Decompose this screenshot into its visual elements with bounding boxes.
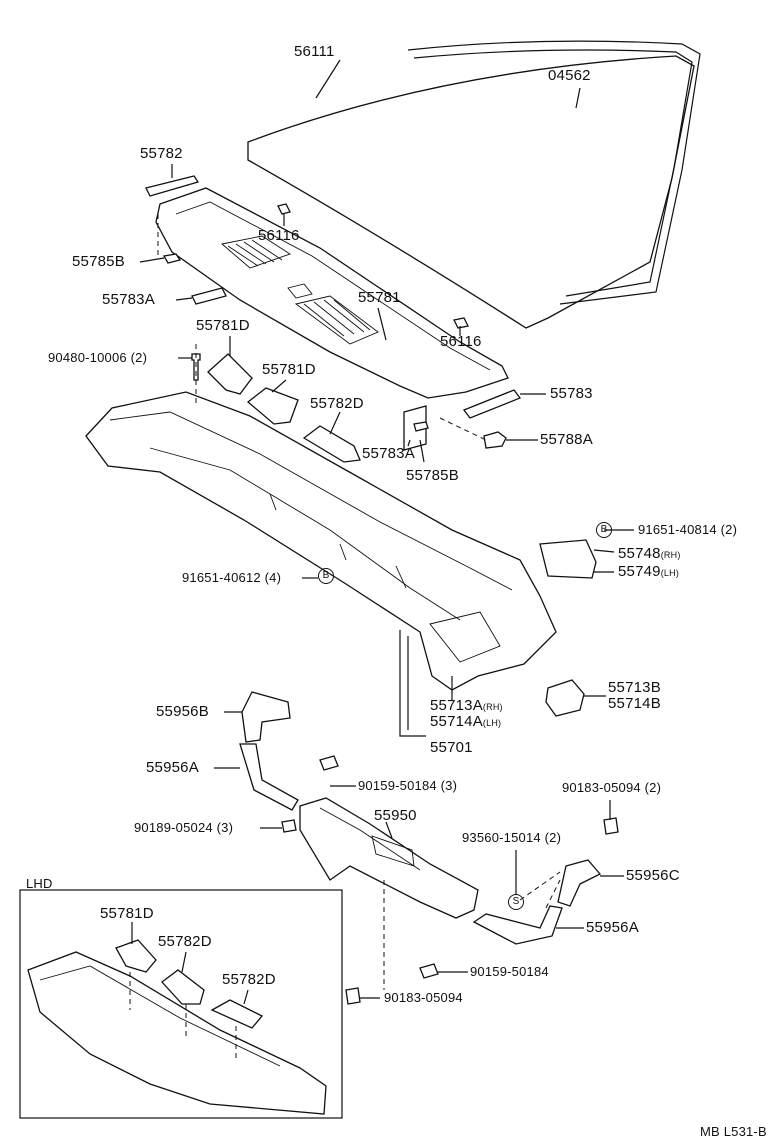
label-55713A: 55713A(RH) [430, 697, 503, 714]
marker-b-right: B [596, 522, 612, 538]
fastener-90159-b [419, 963, 439, 979]
fastener-90189 [281, 819, 297, 833]
label-55956A-a: 55956A [146, 759, 199, 776]
hose-55956A-a [239, 743, 299, 811]
bracket-55748 [539, 539, 597, 579]
fastener-90159-a [319, 755, 339, 771]
lhd-inset [19, 889, 343, 1119]
label-55714A: 55714A(LH) [430, 713, 502, 730]
windshield-moulding [407, 40, 701, 305]
diagram-code: MB L531-B [700, 1124, 767, 1139]
label-91651-40814: 91651-40814 (2) [638, 522, 738, 537]
dashed-guides [157, 214, 561, 990]
leader-lines [139, 59, 634, 999]
label-56111: 56111 [294, 43, 335, 60]
label-55701: 55701 [430, 739, 473, 756]
label-lhd: LHD [26, 876, 53, 891]
label-lhd-55782D-a: 55782D [158, 933, 212, 950]
label-90480-10006: 90480-10006 (2) [48, 350, 148, 365]
label-55781D-a: 55781D [196, 317, 250, 334]
label-55956A-b: 55956A [586, 919, 639, 936]
pad-55783 [462, 389, 522, 419]
label-55956B: 55956B [156, 703, 209, 720]
label-55785B-b: 55785B [406, 467, 459, 484]
label-91651-40612: 91651-40612 (4) [182, 570, 282, 585]
label-55950: 55950 [374, 807, 417, 824]
label-56116-a: 56116 [258, 227, 300, 244]
label-55782: 55782 [140, 145, 183, 162]
label-55785B-a: 55785B [72, 253, 125, 270]
label-90183-05094: 90183-05094 [384, 990, 463, 1005]
label-55783: 55783 [550, 385, 593, 402]
label-55781: 55781 [358, 289, 401, 306]
pad-55785B-a [162, 253, 182, 264]
marker-b-left: B [318, 568, 334, 584]
fastener-90183-a [603, 817, 619, 835]
label-55749: 55749(LH) [618, 563, 680, 580]
hose-55956A-b [472, 905, 563, 945]
clip-55788A [483, 431, 507, 449]
label-56116-b: 56116 [440, 333, 482, 350]
cowl-panel [85, 391, 557, 691]
clip-56116-b [453, 317, 469, 329]
clip-56116-a [277, 203, 291, 215]
label-lhd-55781D: 55781D [100, 905, 154, 922]
label-55713B: 55713B [608, 679, 661, 696]
seal-strip-55782 [145, 175, 200, 197]
pad-55785B-b [413, 421, 429, 432]
label-04562: 04562 [548, 67, 591, 84]
label-90189-05024: 90189-05024 (3) [134, 820, 234, 835]
label-55748: 55748(RH) [618, 545, 681, 562]
panel-55950 [299, 797, 479, 919]
hose-55956B [241, 691, 291, 743]
pad-55783A-a [191, 287, 227, 305]
label-55781D-b: 55781D [262, 361, 316, 378]
label-55956C: 55956C [626, 867, 680, 884]
label-93560-15014: 93560-15014 (2) [462, 830, 562, 845]
hose-55956C [557, 859, 602, 907]
cowl-top-panel [155, 187, 509, 399]
label-55714B: 55714B [608, 695, 661, 712]
seal-55781D-a [207, 353, 253, 395]
seal-55782D [302, 425, 361, 463]
seal-55781D-b [246, 387, 299, 425]
pad-55713B [545, 679, 585, 717]
fastener-90183-b [345, 987, 361, 1005]
label-90159-50184-3: 90159-50184 (3) [358, 778, 458, 793]
label-lhd-55782D-b: 55782D [222, 971, 276, 988]
label-55783A-b: 55783A [362, 445, 415, 462]
label-55788A: 55788A [540, 431, 593, 448]
label-90183-05094-2: 90183-05094 (2) [562, 780, 662, 795]
marker-s: S [508, 894, 524, 910]
label-90159-50184: 90159-50184 [470, 964, 549, 979]
label-55783A-a: 55783A [102, 291, 155, 308]
label-55782D: 55782D [310, 395, 364, 412]
